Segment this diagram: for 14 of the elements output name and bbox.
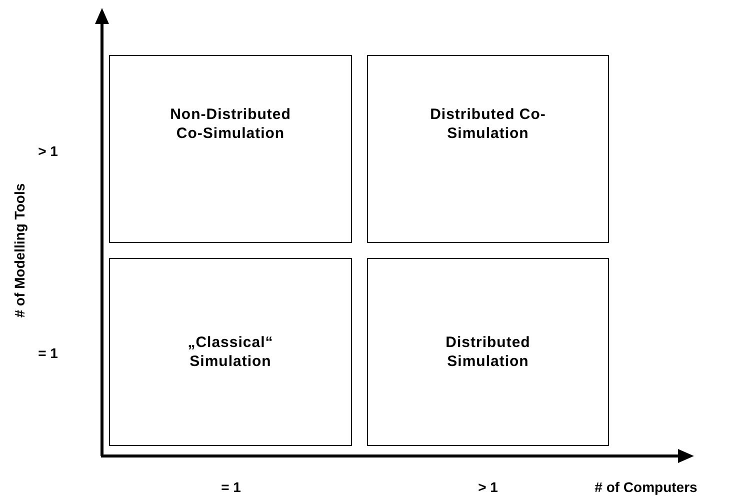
axis-label: = 1 xyxy=(38,344,58,362)
quadrant-label: „Classical“ Simulation xyxy=(186,333,274,371)
quadrant-box xyxy=(109,258,352,446)
quadrant-label: Non-Distributed Co-Simulation xyxy=(169,105,292,143)
axis-label: = 1 xyxy=(221,478,241,496)
quadrant-label: Distributed Simulation xyxy=(444,333,532,371)
quadrant-label: Distributed Co-Simulation xyxy=(429,105,547,143)
quadrant-box xyxy=(109,55,352,243)
axis-label: > 1 xyxy=(478,478,498,496)
axis-label: # of Modelling Tools xyxy=(10,182,28,318)
quadrant-box xyxy=(367,258,609,446)
axis-label: # of Computers xyxy=(594,478,698,496)
quadrant-box xyxy=(367,55,609,243)
axis-label: > 1 xyxy=(38,142,58,160)
